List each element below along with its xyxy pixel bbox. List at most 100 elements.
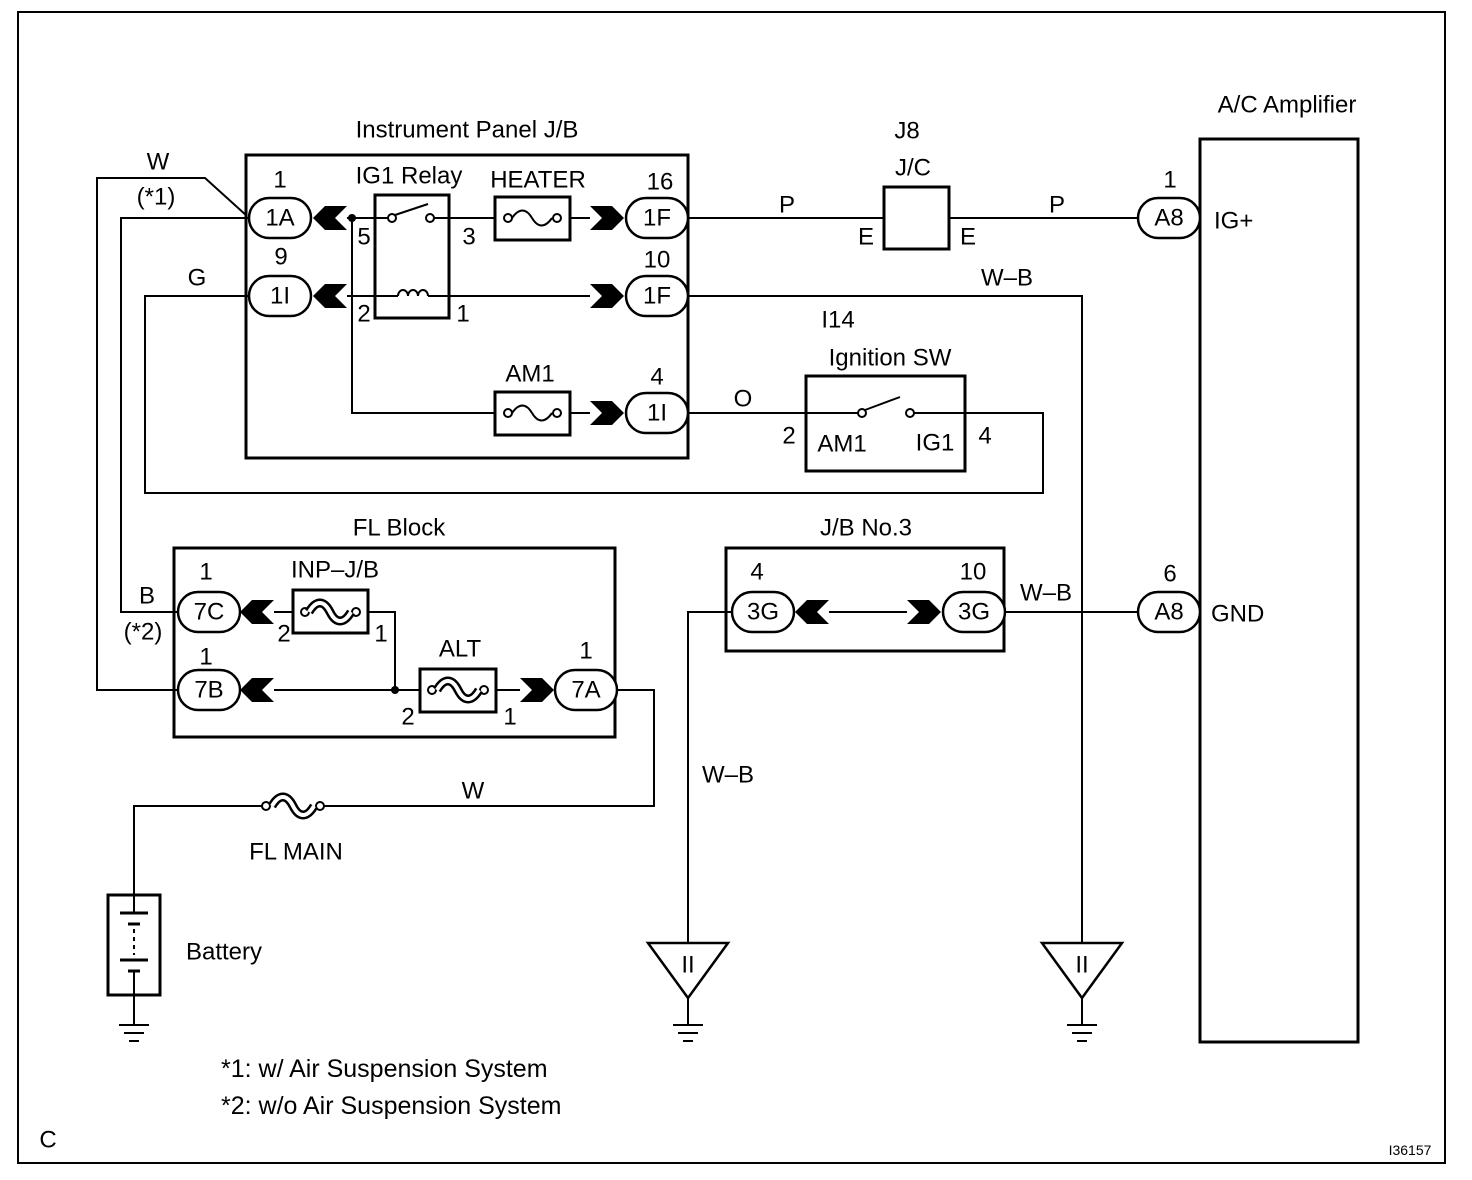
ground-point-2: II <box>1039 941 1125 1042</box>
footnote-1: *1: w/ Air Suspension System <box>221 1055 548 1083</box>
instrument-panel-jb-title: Instrument Panel J/B <box>356 117 579 144</box>
chevron-7c-icon <box>240 600 274 624</box>
footnote-2: *2: w/o Air Suspension System <box>221 1092 561 1120</box>
ignition-switch-terminal-am1: AM1 <box>817 431 866 458</box>
connector-1f-upper-pin: 16 <box>647 169 674 196</box>
wire-note-option1: (*1) <box>137 184 176 211</box>
connector-3g-right-name: 3G <box>958 599 990 626</box>
connector-a8-ig-pin: 1 <box>1163 167 1176 194</box>
wire-note-option2: (*2) <box>124 619 163 646</box>
fl-block: FL Block INP–J/B 2 1 ALT 2 1 7C 1 7B 1 7… <box>172 515 619 739</box>
am1-fuse-label: AM1 <box>505 361 554 388</box>
ground-point-2-triangle <box>1039 941 1125 1001</box>
jc-side-right: E <box>960 224 976 251</box>
connector-1a-pin: 1 <box>273 167 286 194</box>
relay-switch-arm <box>394 203 429 216</box>
connector-3g-right <box>941 590 1007 634</box>
connector-7a <box>553 668 619 712</box>
fl-main: FL MAIN <box>249 797 343 866</box>
chevron-7a-icon <box>520 678 554 702</box>
connector-1f-upper-name: 1F <box>643 205 671 232</box>
sheet-frame <box>17 11 1446 1164</box>
connector-1a-name: 1A <box>265 205 294 232</box>
connector-7b-pin: 1 <box>199 644 212 671</box>
ignition-switch-terminal-ig1: IG1 <box>916 430 955 457</box>
ignition-switch-box <box>804 374 967 473</box>
connector-3g-left <box>730 590 796 634</box>
connector-a8-gnd <box>1136 590 1202 634</box>
terminal-ig-plus: IG+ <box>1214 208 1253 235</box>
connector-7a-name: 7A <box>571 677 600 704</box>
ig1-relay-label: IG1 Relay <box>356 163 463 190</box>
inp-jb-fuse-box <box>291 588 370 635</box>
wire-label-o: O <box>734 386 753 413</box>
connector-1i-lower-pin: 4 <box>650 364 663 391</box>
terminal-gnd: GND <box>1211 601 1264 628</box>
ignition-switch: I14 Ignition SW 2 4 AM1 IG1 <box>782 307 992 473</box>
wire-inp-to-junction <box>368 611 396 690</box>
connector-1i-upper <box>247 274 313 318</box>
ground-point-1: II <box>645 941 731 1042</box>
heater-fuse-terminal-right <box>552 213 562 223</box>
chevron-7b-icon <box>240 678 274 702</box>
alt-pin-right: 1 <box>503 704 516 731</box>
connector-a8-ig <box>1136 196 1202 240</box>
junction-dot <box>391 686 399 694</box>
fl-main-label: FL MAIN <box>249 839 343 866</box>
connector-1i-lower <box>624 391 690 435</box>
ignition-switch-arm <box>864 396 901 411</box>
connector-3g-left-pin: 4 <box>750 559 763 586</box>
relay-pin-2: 2 <box>357 301 370 328</box>
connector-a8-gnd-name: A8 <box>1154 599 1183 626</box>
jc-box <box>882 185 951 251</box>
heater-fuse-terminal-left <box>503 213 513 223</box>
connector-7b-name: 7B <box>194 677 223 704</box>
chevron-1i-lower-icon <box>590 401 624 425</box>
ignition-switch-pin-right: 4 <box>978 423 991 450</box>
fl-main-terminal-left <box>261 801 271 811</box>
connector-3g-right-pin: 10 <box>960 559 987 586</box>
alt-label: ALT <box>439 636 482 663</box>
heater-fuse-box <box>493 195 572 242</box>
alt-fuse-box <box>418 667 498 714</box>
ignition-switch-id: I14 <box>821 307 854 334</box>
ig1-relay-box <box>373 193 451 320</box>
connector-1f-lower-name: 1F <box>643 283 671 310</box>
wires <box>96 177 1138 1025</box>
chevron-1f-lower-icon <box>590 284 624 308</box>
relay-switch-contact-right <box>425 213 435 223</box>
relay-pin-1: 1 <box>456 301 469 328</box>
connector-1f-upper <box>624 196 690 240</box>
ground-1-icon <box>672 1024 704 1042</box>
fl-main-terminal-right <box>315 801 325 811</box>
wire-b-option2 <box>120 217 249 613</box>
connector-1i-upper-name: 1I <box>270 283 290 310</box>
alt-fusible-link-icon <box>437 681 479 699</box>
chevron-1a-icon <box>313 206 347 230</box>
relay-coil-icon <box>397 289 429 297</box>
wire-label-wb-jb3: W–B <box>1020 580 1072 607</box>
heater-fuse-label: HEATER <box>490 167 586 194</box>
wire-label-w-main: W <box>462 778 485 805</box>
wire-label-p-right: P <box>1049 192 1065 219</box>
wire-label-p-left: P <box>779 192 795 219</box>
jb-no3-box <box>724 546 1006 653</box>
inp-jb-label: INP–J/B <box>291 557 379 584</box>
fl-main-fusible-link-icon <box>272 797 314 815</box>
connector-7a-pin: 1 <box>579 638 592 665</box>
ignition-switch-pin-left: 2 <box>782 423 795 450</box>
wire-label-wb-upper: W–B <box>981 265 1033 292</box>
battery: Battery <box>106 893 262 1042</box>
wire-relay-to-am1 <box>351 218 495 414</box>
figure-id: I36157 <box>1389 1142 1432 1158</box>
connector-1a <box>247 196 313 240</box>
wire-label-g: G <box>188 265 207 292</box>
relay-switch-contact-left <box>387 213 397 223</box>
sheet-code: C <box>39 1127 56 1154</box>
chevron-1i-upper-icon <box>313 284 347 308</box>
jb-no3-title: J/B No.3 <box>820 515 912 542</box>
connector-a8-ig-name: A8 <box>1154 205 1183 232</box>
jc-label: J/C <box>895 155 931 182</box>
alt-pin-left: 2 <box>401 704 414 731</box>
wire-w-option1 <box>96 177 248 691</box>
